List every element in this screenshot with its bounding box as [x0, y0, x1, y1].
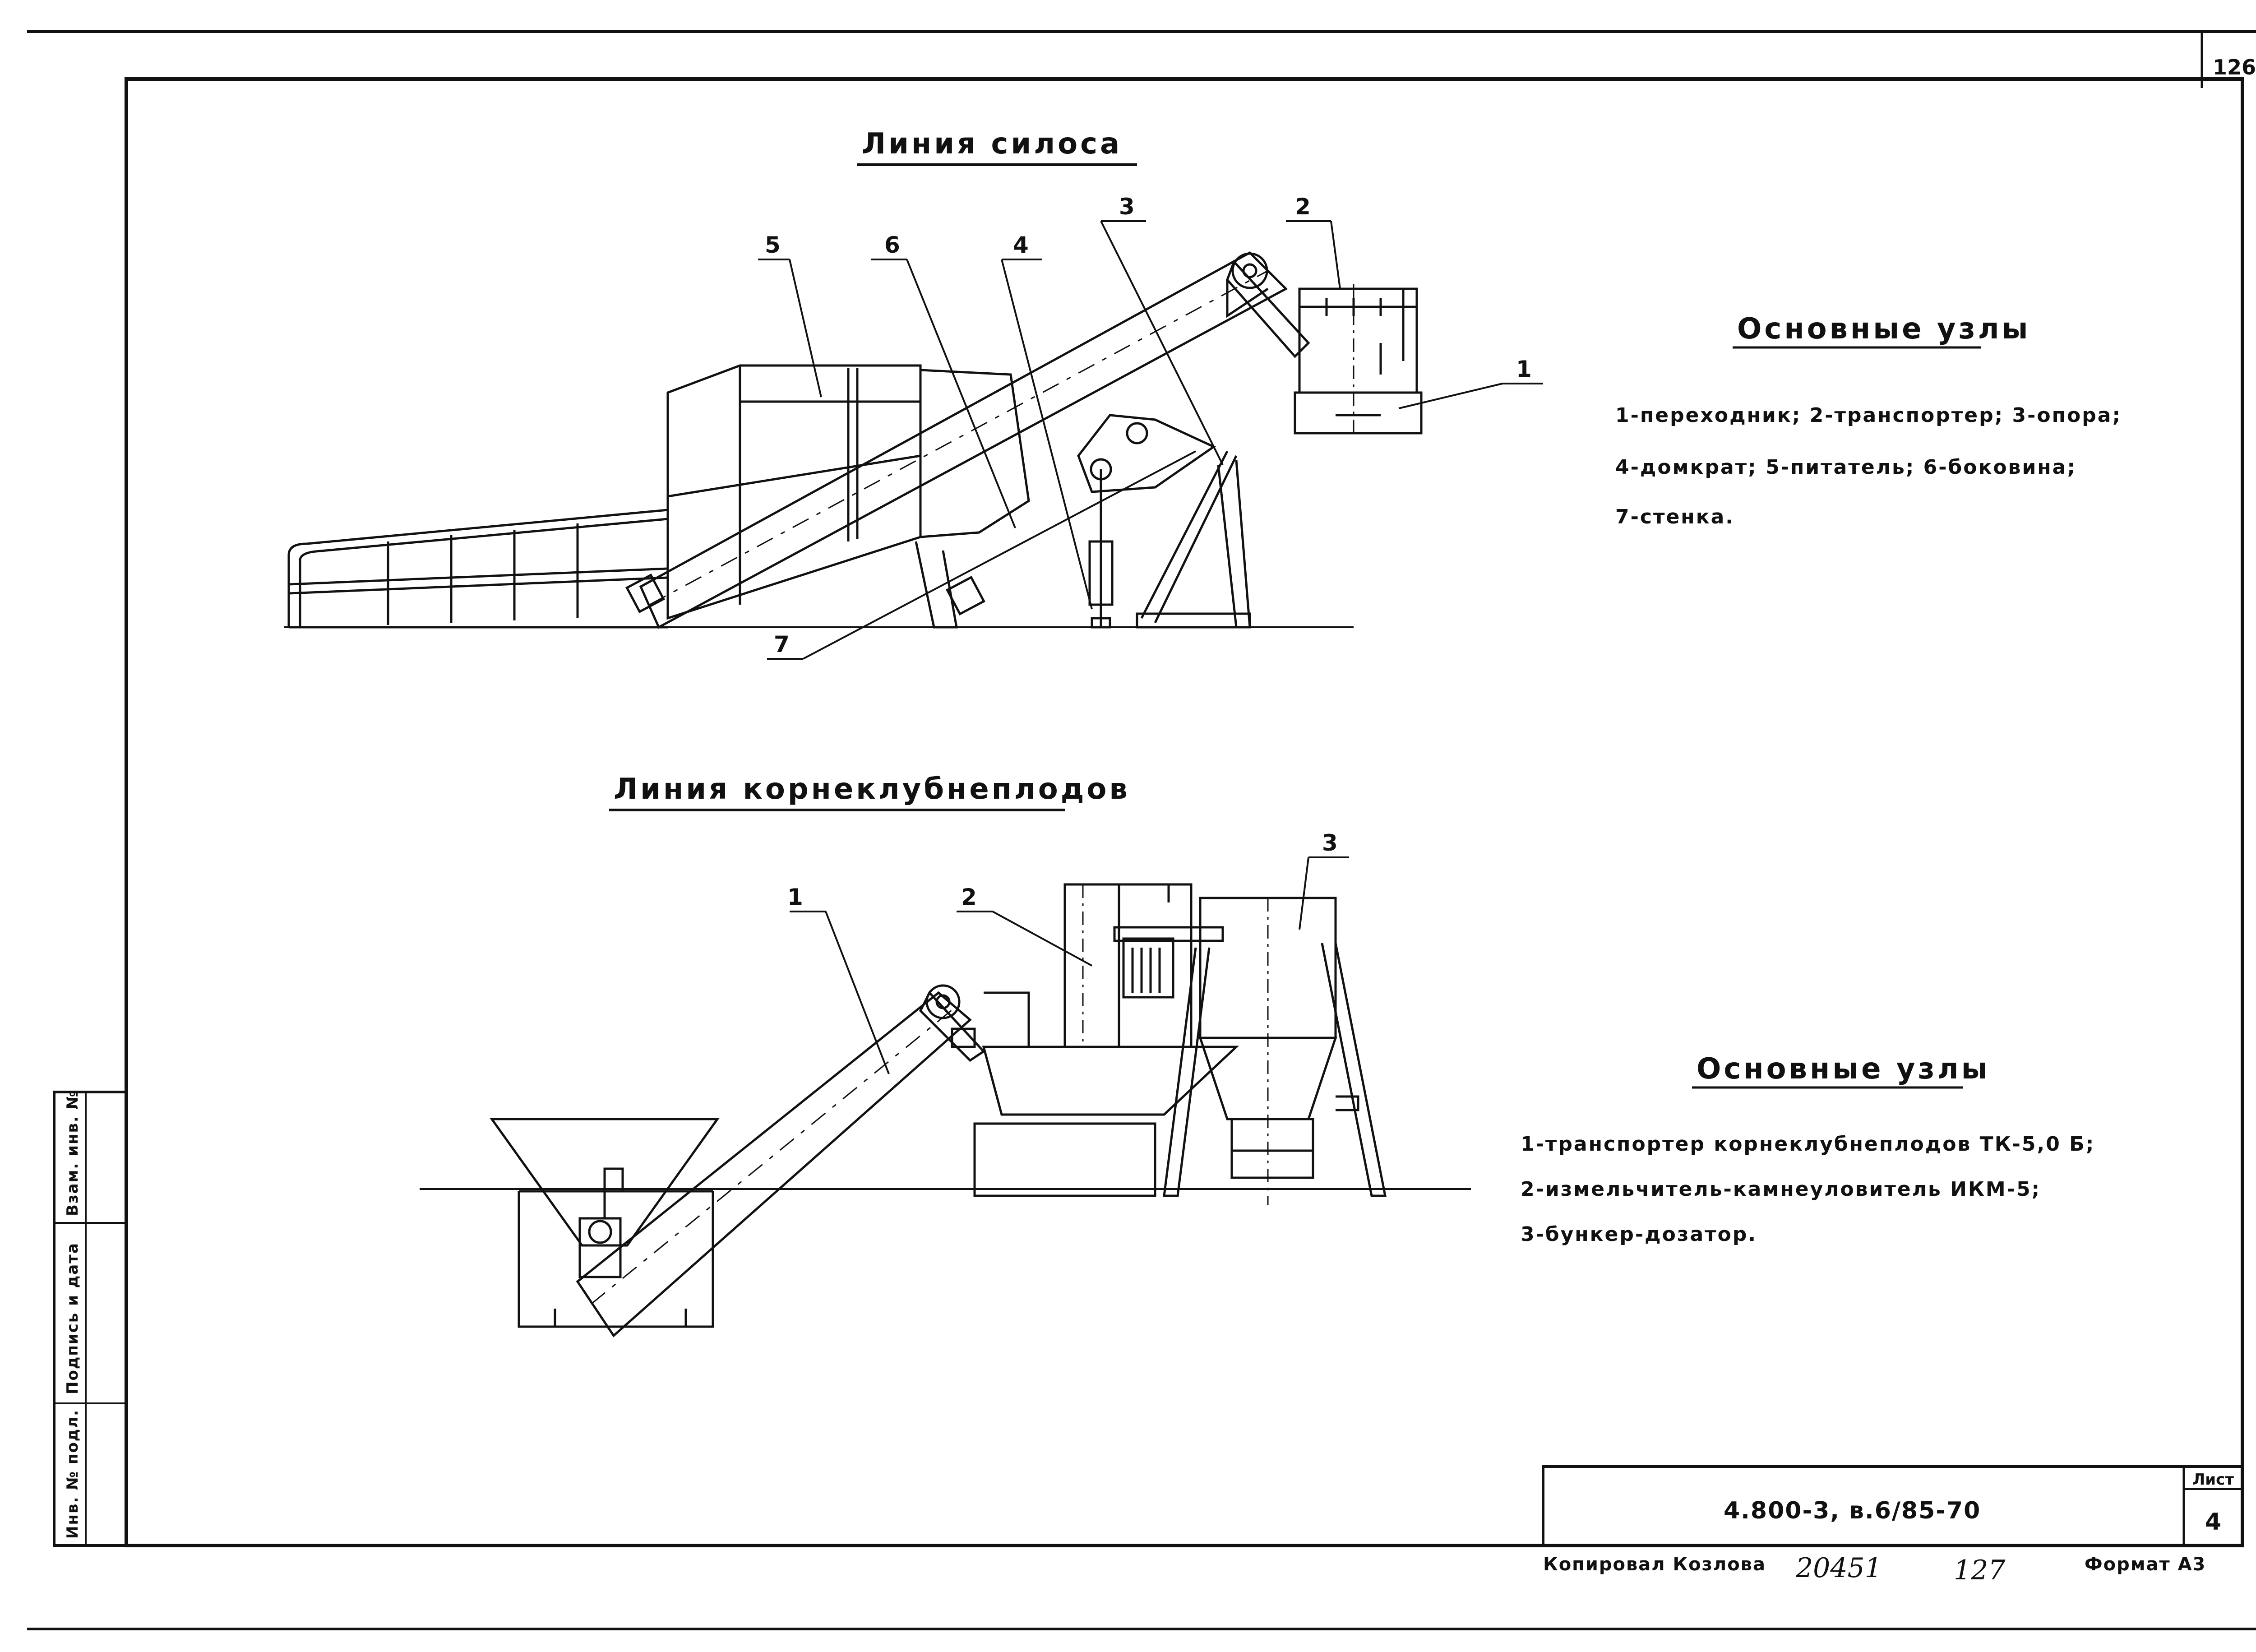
roots-legend-title: Основные узлы: [1697, 1052, 1990, 1086]
roots-legend-line-2: 2-измельчитель-камнеуловитель ИКМ-5;: [1521, 1178, 2041, 1201]
side-stamp-signature-date: Подпись и дата: [64, 1242, 82, 1394]
handwritten-number-2: 127: [1954, 1555, 2006, 1586]
silage-callout-7: 7: [774, 631, 790, 657]
silage-callout-2: 2: [1295, 194, 1311, 220]
roots-line-drawing: [420, 856, 1471, 1337]
side-stamp-replacement-inv: Взам. инв. №: [64, 1090, 82, 1216]
roots-title: Линия корнеклубнеплодов: [614, 773, 1130, 806]
copied-by: Копировал Козлова: [1543, 1554, 1766, 1575]
paper-format: Формат А3: [2085, 1554, 2206, 1575]
roots-callout-1: 1: [787, 884, 803, 910]
roots-callout-2: 2: [961, 884, 977, 910]
silage-legend-line-1: 1-переходник; 2-транспортер; 3-опора;: [1615, 404, 2122, 427]
page-number: 126: [2213, 55, 2256, 79]
silage-legend-line-2: 4-домкрат; 5-питатель; 6-боковина;: [1615, 456, 2076, 479]
silage-title: Линия силоса: [862, 127, 1122, 161]
title-block: [1542, 1465, 2244, 1547]
sheet-frame: [125, 77, 2244, 1547]
roots-legend-line-1: 1-транспортер корнеклубнеплодов ТК-5,0 Б…: [1521, 1133, 2095, 1156]
sheet-label: Лист: [2192, 1471, 2234, 1489]
sheet-number: 4: [2205, 1509, 2221, 1536]
side-stamp: [53, 1091, 128, 1547]
roots-legend-line-3: 3-бункер-дозатор.: [1521, 1223, 1757, 1246]
handwritten-number-1: 20451: [1795, 1552, 1882, 1584]
silage-callout-5: 5: [765, 232, 781, 258]
side-stamp-original-inv: Инв. № подл.: [64, 1409, 82, 1539]
silage-callout-3: 3: [1119, 194, 1135, 220]
silage-callout-1: 1: [1516, 356, 1532, 382]
document-code: 4.800-3, в.6/85-70: [1724, 1497, 1981, 1524]
silage-line-drawing: [284, 220, 1543, 660]
silage-callout-6: 6: [884, 232, 900, 258]
silage-legend-line-3: 7-стенка.: [1615, 505, 1734, 528]
roots-callout-3: 3: [1322, 830, 1338, 856]
silage-legend-title: Основные узлы: [1737, 312, 2030, 346]
silage-callout-4: 4: [1013, 232, 1029, 258]
